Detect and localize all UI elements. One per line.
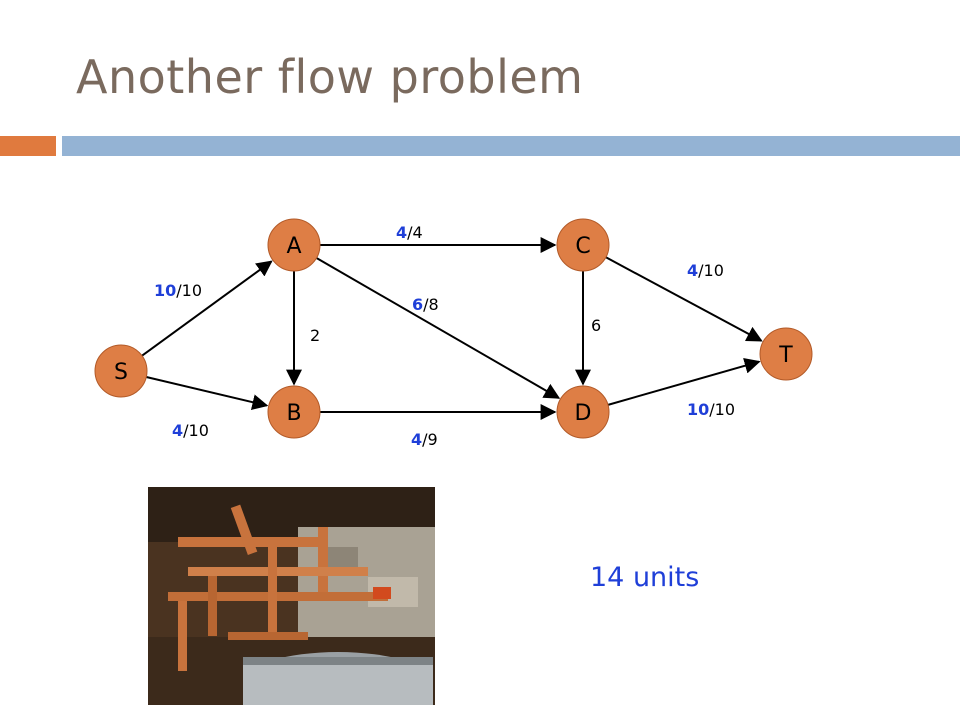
node-b — [267, 385, 321, 439]
node-label-b: B — [286, 401, 301, 426]
copper-pipes-photo — [148, 487, 435, 705]
accent-bar-orange — [0, 136, 56, 156]
total-flow-result: 14 units — [590, 562, 700, 593]
edge-label-a-d: 6/8 — [412, 295, 439, 314]
node-t — [759, 327, 813, 381]
node-d — [556, 385, 610, 439]
node-label-t: T — [778, 343, 793, 368]
edge-label-s-a: 10/10 — [154, 281, 202, 300]
edge-label-a-b: 2 — [310, 326, 320, 345]
node-label-s: S — [114, 360, 128, 385]
edge-a-d — [316, 257, 561, 399]
accent-bar-blue — [62, 136, 960, 156]
edge-s-b — [146, 376, 269, 411]
node-label-a: A — [286, 234, 301, 259]
edge-label-s-b: 4/10 — [172, 421, 209, 440]
node-label-c: C — [575, 234, 590, 259]
node-a — [267, 218, 321, 272]
edge-label-d-t: 10/10 — [687, 400, 735, 419]
edge-s-a — [141, 260, 273, 357]
node-c — [556, 218, 610, 272]
edge-d-t — [607, 357, 761, 406]
slide-title: Another flow problem — [76, 50, 584, 104]
edge-label-c-d: 6 — [591, 316, 601, 335]
edge-label-b-d: 4/9 — [411, 430, 438, 449]
edge-label-c-t: 4/10 — [687, 261, 724, 280]
node-label-d: D — [575, 401, 592, 426]
node-s — [94, 344, 148, 398]
edge-c-t — [605, 256, 763, 342]
edge-label-a-c: 4/4 — [396, 223, 423, 242]
